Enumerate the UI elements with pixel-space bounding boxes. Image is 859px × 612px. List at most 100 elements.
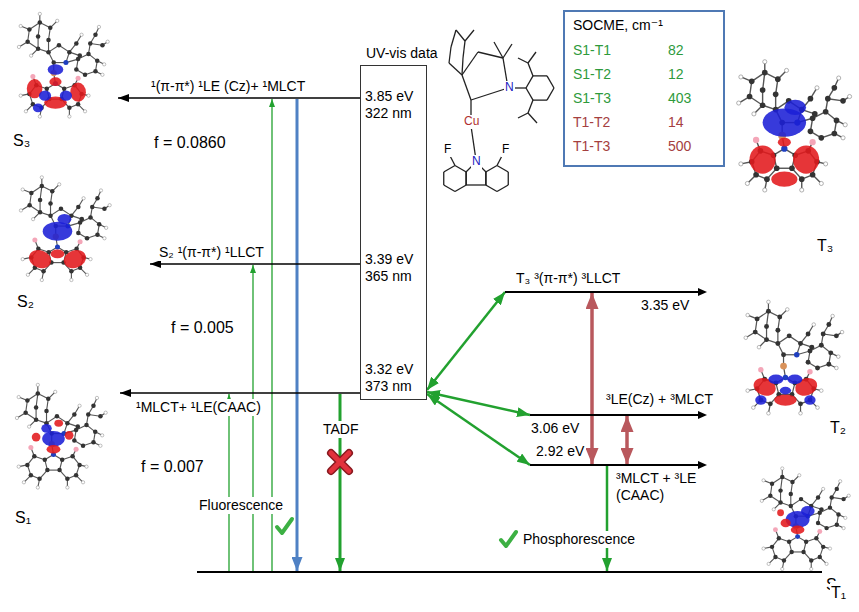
structure-bond xyxy=(528,52,536,63)
node-text: T₃ xyxy=(816,236,834,255)
molecule-atom xyxy=(836,355,840,359)
molecule-atom xyxy=(834,118,840,124)
molecule-atom xyxy=(38,12,41,15)
molecule-atom xyxy=(78,404,81,407)
molecule-atom xyxy=(68,115,71,118)
node-text: 82 xyxy=(667,42,685,59)
molecule-atom xyxy=(76,205,81,210)
molecule-atom xyxy=(810,115,816,121)
molecule-atom xyxy=(837,76,841,80)
molecule-atom xyxy=(29,473,34,478)
molecule-atom xyxy=(81,481,84,484)
orbital-picture xyxy=(760,467,850,571)
molecule-atom xyxy=(17,395,20,398)
oscillator-strength: f = 0.005 xyxy=(170,318,235,337)
molecule-atom xyxy=(829,495,833,499)
orbital-lobe xyxy=(791,526,805,535)
molecule-atom xyxy=(753,330,758,335)
atom-label: Cu xyxy=(463,115,480,129)
molecule-atom xyxy=(101,434,104,437)
connector xyxy=(427,292,505,390)
molecule-atom xyxy=(36,486,39,489)
molecule-atom xyxy=(775,341,780,346)
molecule-atom xyxy=(40,184,45,189)
structure-bond xyxy=(485,172,486,185)
molecule-atom xyxy=(88,41,93,46)
molecule-atom xyxy=(103,237,106,240)
molecule-atom xyxy=(825,96,831,102)
molecule-atom xyxy=(38,198,43,203)
molecule-atom xyxy=(86,412,91,417)
structure-bond xyxy=(444,185,455,192)
molecule-atom xyxy=(36,383,39,386)
molecule-atom xyxy=(815,86,819,90)
molecule-atom xyxy=(81,444,86,449)
node-text: S₂ xyxy=(16,292,35,311)
molecule-atom xyxy=(843,123,847,127)
molecule-atom xyxy=(27,27,32,32)
molecule-atom xyxy=(818,555,822,559)
molecule-atom xyxy=(807,369,812,374)
structure-bond xyxy=(547,88,554,100)
molecule-atom xyxy=(100,43,105,48)
molecule-atom xyxy=(76,231,81,236)
molecule-atom xyxy=(28,445,33,450)
molecule-atom xyxy=(835,522,839,526)
orbital-lobe xyxy=(755,395,766,404)
molecule-atom xyxy=(775,328,780,333)
node-text: 3.85 eV 322 nm xyxy=(364,88,422,122)
molecule-atom xyxy=(844,516,847,519)
molecule-atom xyxy=(781,352,786,357)
molecule-atom xyxy=(752,112,756,116)
molecule-atom xyxy=(774,165,780,171)
edge-label: ¹(π-π*) ¹LE (Cz)+ ¹MLCT xyxy=(150,78,306,95)
molecule-atom xyxy=(794,352,799,357)
molecule-atom xyxy=(70,278,73,281)
molecule-atom xyxy=(770,545,774,549)
molecule-atom xyxy=(95,396,98,399)
orbital-lobe xyxy=(781,519,791,528)
molecule-atom xyxy=(762,547,765,550)
connector xyxy=(150,263,360,265)
molecule-atom xyxy=(36,34,41,39)
molecule-atom xyxy=(808,128,814,134)
molecule-atom xyxy=(65,421,70,426)
atom-label: N xyxy=(471,155,482,169)
molecule-atom xyxy=(832,131,838,137)
molecule-atom xyxy=(59,206,64,211)
molecule-atom xyxy=(25,463,30,468)
molecule-atom xyxy=(826,322,831,327)
molecule-atom xyxy=(823,109,829,115)
node-text: S₁ xyxy=(14,508,32,527)
structure-bond xyxy=(455,185,466,192)
molecule-atom xyxy=(782,558,786,562)
molecule-atom xyxy=(749,78,755,84)
molecule-atom xyxy=(78,220,83,225)
cross-mark xyxy=(331,453,349,471)
molecule-atom xyxy=(27,425,30,428)
orbital-lobe xyxy=(65,431,74,440)
molecule-atom xyxy=(787,333,792,338)
node-text: 403 xyxy=(667,90,692,107)
structure-bond xyxy=(508,172,509,185)
orbital-lobe xyxy=(39,90,51,100)
molecule-atom xyxy=(74,447,79,452)
orbital-picture xyxy=(737,60,852,192)
molecule-atom xyxy=(48,213,53,218)
molecule-atom xyxy=(764,324,769,329)
molecule-atom xyxy=(762,70,768,76)
structure-bond xyxy=(451,30,456,47)
structure-bond xyxy=(518,113,528,118)
molecule-atom xyxy=(798,341,803,346)
process-label: TADF xyxy=(322,421,360,438)
molecule-atom xyxy=(46,397,51,402)
molecule-atom xyxy=(19,24,22,27)
molecule-atom xyxy=(787,540,791,544)
molecule-atom xyxy=(818,511,822,515)
molecule-atom xyxy=(40,278,43,281)
molecule-atom xyxy=(31,217,34,220)
node-text: 3.06 eV xyxy=(530,420,580,437)
orbital-image: T₃ xyxy=(730,2,857,264)
forbidden-cross xyxy=(331,453,349,471)
